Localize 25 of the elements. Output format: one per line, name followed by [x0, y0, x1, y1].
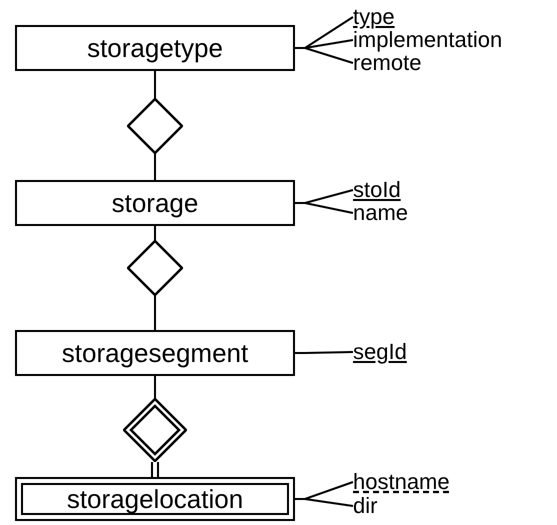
identifying-relationship-diamond [123, 398, 187, 462]
connector-line [154, 296, 156, 330]
attribute-text: remote [353, 52, 422, 74]
attribute-text: dir [353, 495, 378, 517]
relationship-diamond [127, 98, 183, 154]
entity-box: storagetype [15, 25, 295, 71]
connector-line [154, 71, 156, 98]
double-line [151, 462, 159, 477]
relationship-diamond [127, 240, 183, 296]
connector-line [154, 154, 156, 180]
connector-line [295, 47, 354, 64]
entity-box: storage [15, 180, 295, 226]
key-attribute-text: type [353, 6, 395, 28]
connector-line [295, 498, 354, 507]
key-attribute-text: hostname [353, 471, 450, 493]
attribute-text: name [353, 202, 408, 224]
connector-line [295, 351, 354, 354]
entity-box: storagesegment [15, 330, 295, 376]
attribute-text: implementation [353, 29, 502, 51]
connector-line [154, 376, 156, 398]
connector-line [154, 226, 156, 240]
key-attribute-text: segId [353, 341, 407, 363]
connector-line [295, 202, 354, 214]
key-attribute-text: stoId [353, 179, 401, 201]
weak-entity-box: storagelocation [15, 477, 295, 521]
